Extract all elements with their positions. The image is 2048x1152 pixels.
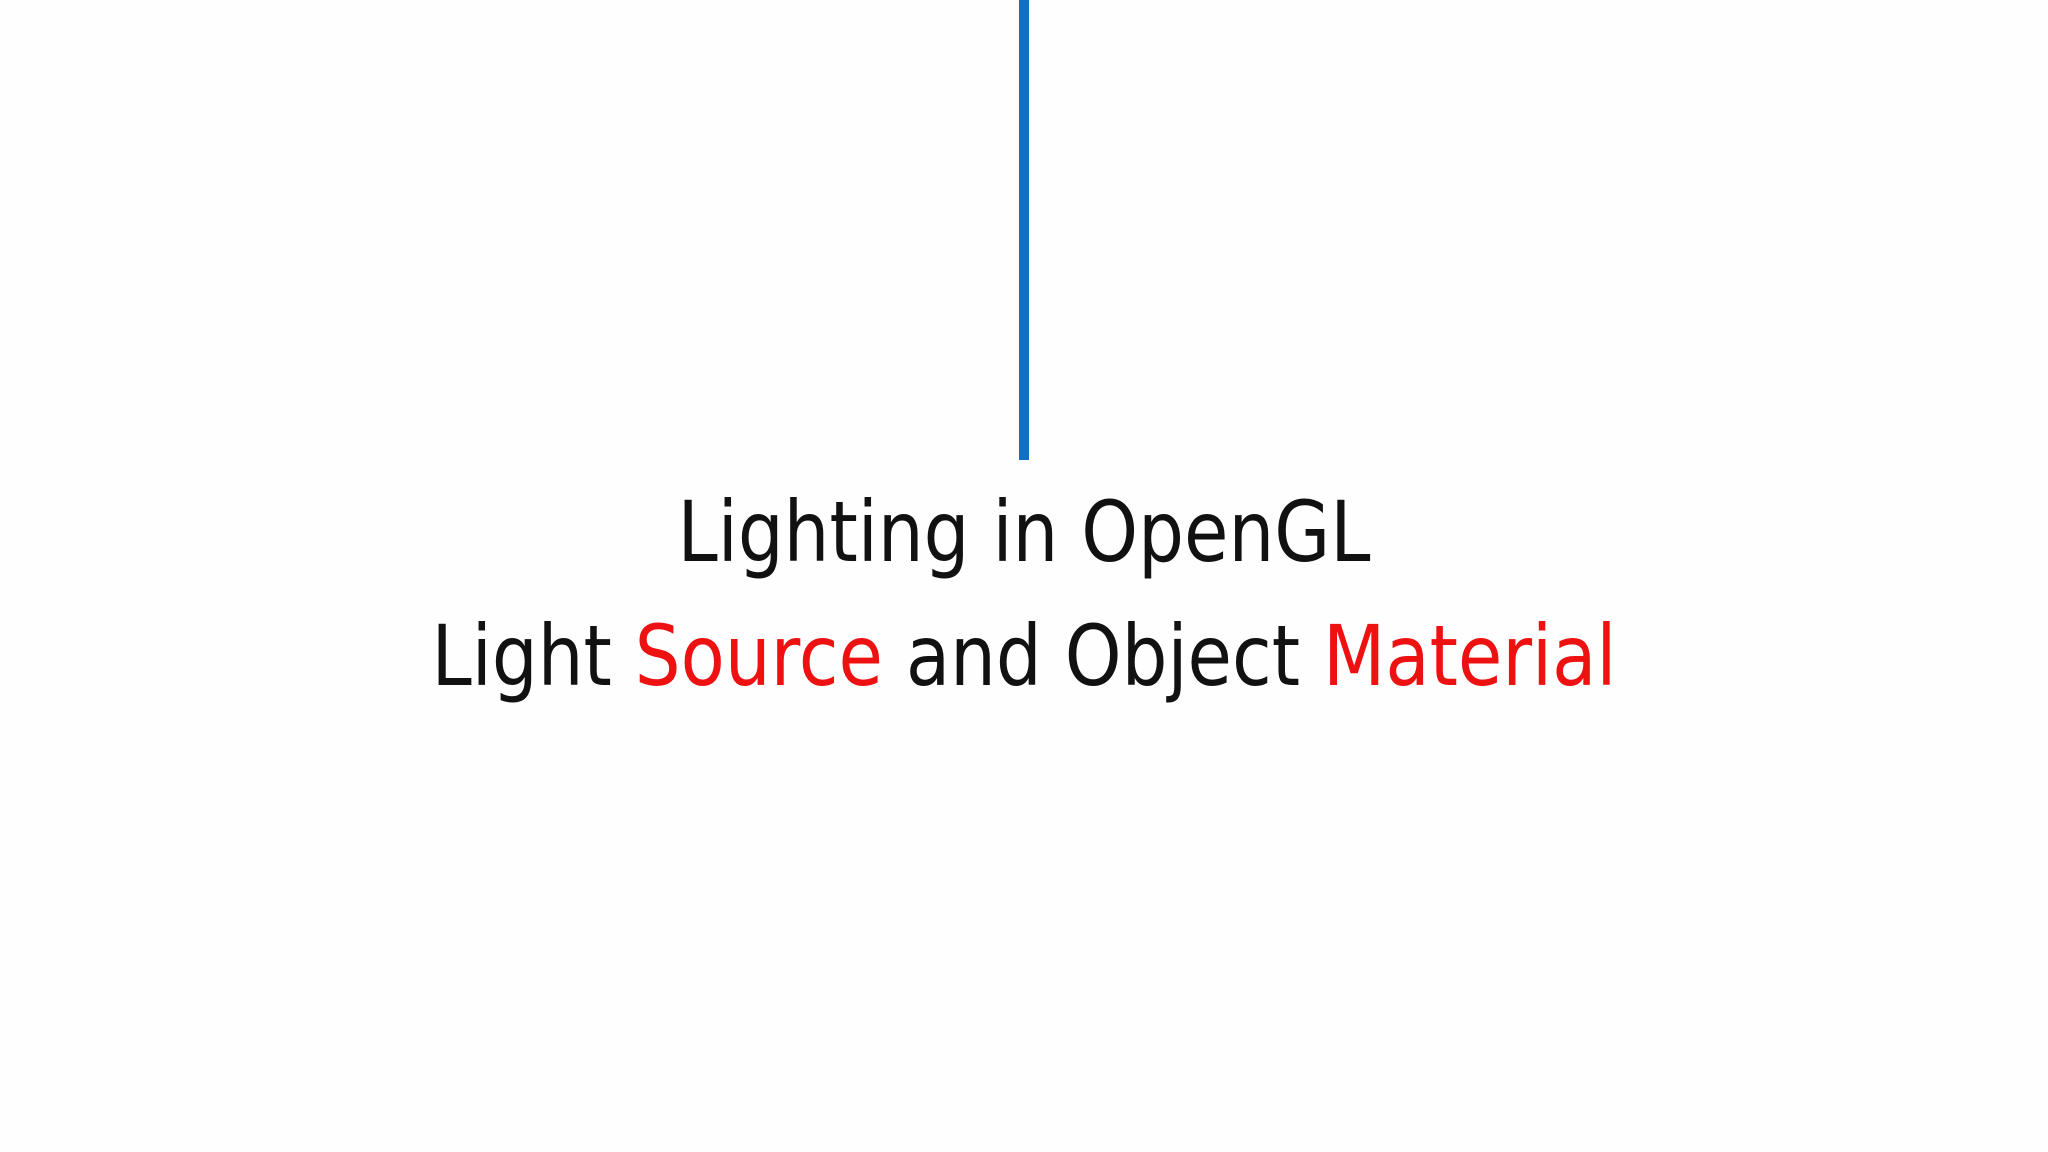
title-line-1: Lighting in OpenGL: [677, 483, 1371, 581]
accent-vertical-line: [1019, 0, 1029, 460]
title-highlight-source: Source: [634, 607, 883, 705]
title-line-2-part-2: and Object: [882, 607, 1323, 705]
title-line-2: Light Source and Object Material: [143, 594, 1904, 718]
slide-title: Lighting in OpenGL Light Source and Obje…: [143, 470, 1904, 718]
title-line-2-part-1: Light: [431, 607, 635, 705]
title-highlight-material: Material: [1322, 607, 1617, 705]
